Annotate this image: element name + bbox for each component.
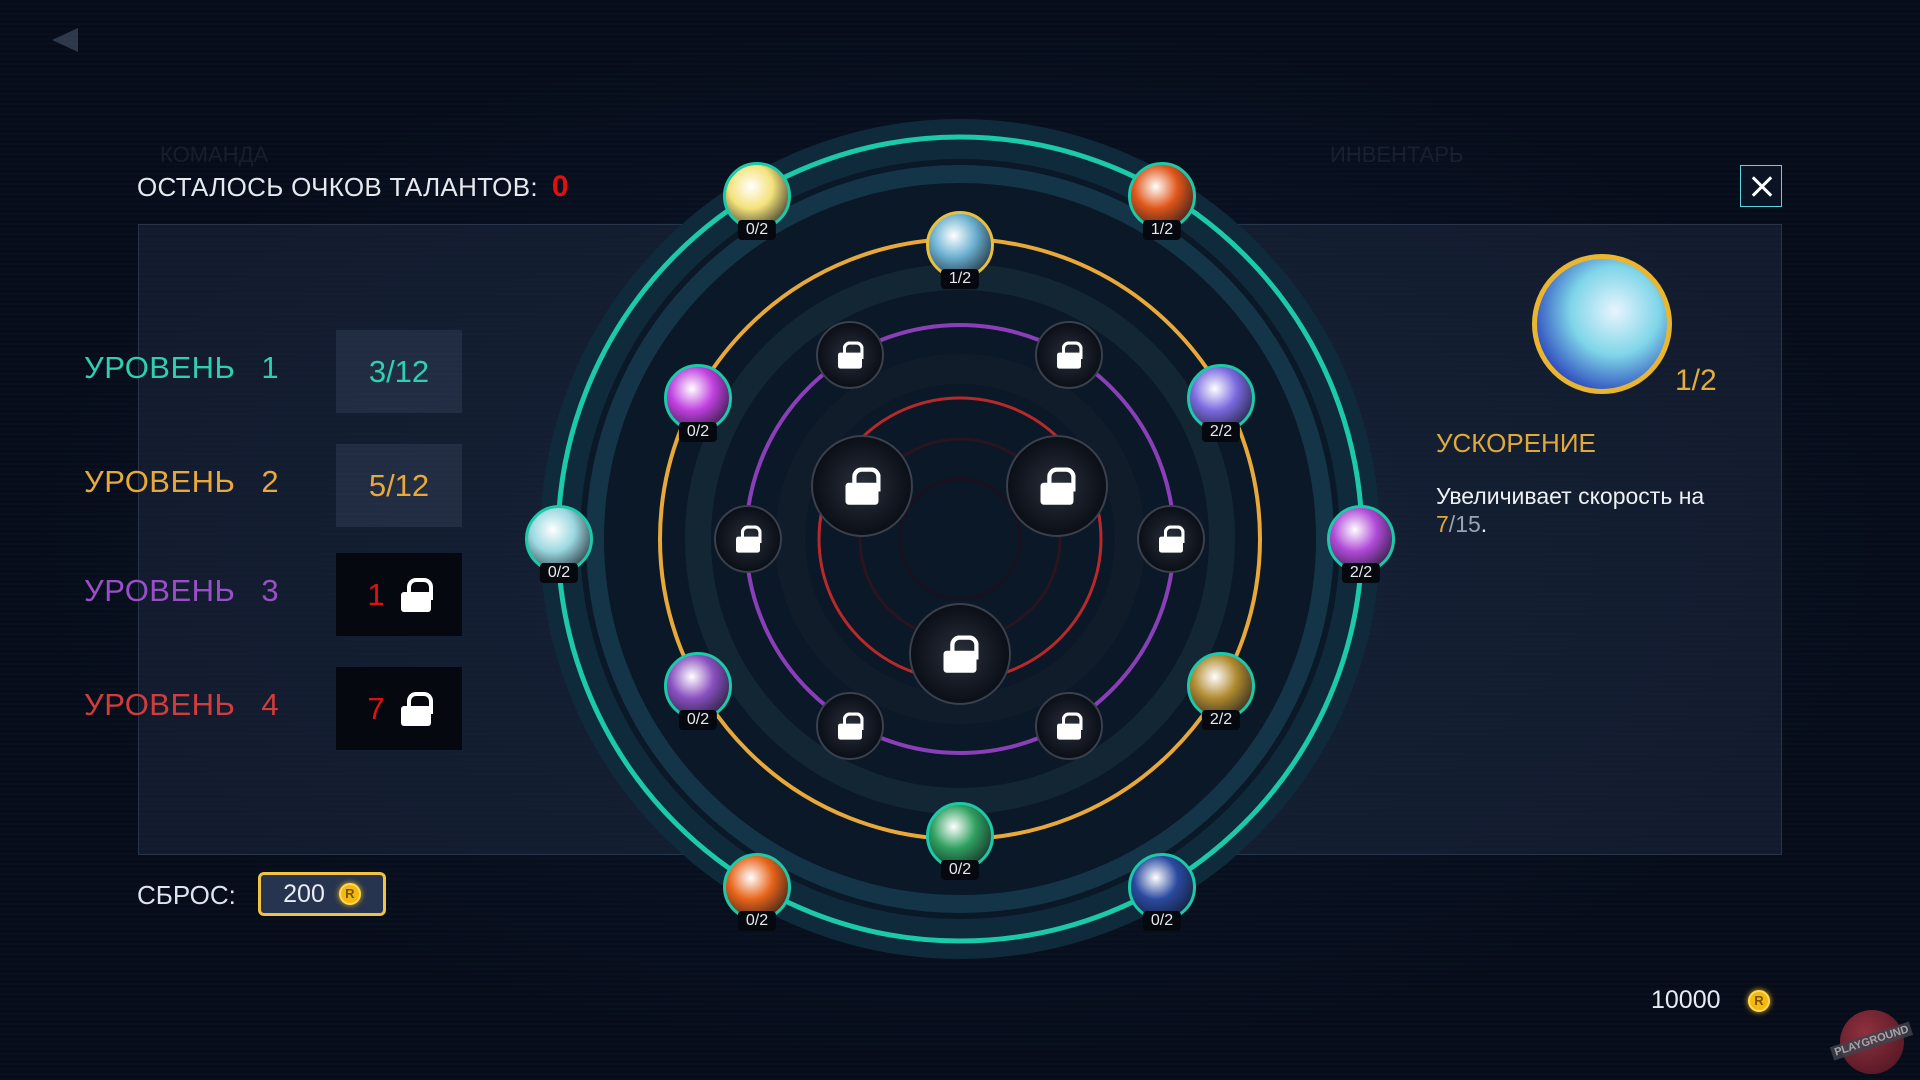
level-label-2: УРОВЕНЬ 2	[84, 464, 279, 500]
coin-icon: R	[338, 883, 361, 905]
talent-node-middle-3[interactable]: 2/2	[1187, 364, 1255, 442]
talent-node-middle-4[interactable]: 0/2	[664, 652, 732, 730]
talent-points-label: ОСТАЛОСЬ ОЧКОВ ТАЛАНТОВ:	[137, 172, 538, 202]
talent-count: 2/2	[1201, 710, 1241, 730]
bg-tab-inventory: ИНВЕНТАРЬ	[1330, 142, 1464, 167]
talent-node-middle-5[interactable]: 2/2	[1187, 652, 1255, 730]
locked-talent-node[interactable]	[1137, 505, 1205, 573]
level-label-3: УРОВЕНЬ 3	[84, 573, 279, 609]
level-progress-value: 3/12	[368, 353, 430, 389]
talent-count: 2/2	[1341, 563, 1381, 583]
selected-talent-name: УСКОРЕНИЕ	[1436, 428, 1596, 458]
lock-icon	[1159, 525, 1185, 553]
level-progress-1: 3/12	[336, 330, 462, 413]
lock-icon	[1040, 467, 1076, 505]
locked-talent-node[interactable]	[714, 505, 782, 573]
talent-icon	[1187, 364, 1255, 432]
talent-icon	[664, 364, 732, 432]
level-required-points: 7	[367, 690, 385, 726]
ring-inner-band	[586, 165, 1334, 913]
talent-count: 1/2	[940, 269, 980, 289]
coin-icon: R	[1748, 990, 1770, 1012]
level-progress-2: 5/12	[336, 444, 462, 527]
ring-band-3	[775, 354, 1145, 724]
level-word: УРОВЕНЬ	[84, 573, 236, 608]
level-required-points: 1	[367, 576, 385, 612]
reset-button[interactable]: 200 R	[258, 872, 386, 916]
lock-icon	[400, 577, 433, 612]
level-word: УРОВЕНЬ	[84, 350, 236, 385]
talent-node-outer-2[interactable]: 1/2	[1128, 162, 1196, 240]
talent-points-remaining: ОСТАЛОСЬ ОЧКОВ ТАЛАНТОВ: 0	[137, 170, 569, 204]
description-text: Увеличивает скорость на	[1436, 483, 1705, 509]
talent-icon	[723, 162, 791, 230]
talent-count: 1/2	[1142, 220, 1182, 240]
locked-talent-node[interactable]	[1035, 692, 1103, 760]
talent-count: 0/2	[539, 563, 579, 583]
talent-icon	[926, 211, 994, 279]
talent-node-middle-6[interactable]: 0/2	[926, 802, 994, 880]
locked-talent-node-large[interactable]	[909, 603, 1011, 705]
lock-icon	[736, 525, 762, 553]
lock-icon	[400, 691, 433, 726]
wallet-amount: 10000	[1651, 986, 1721, 1014]
value-sep: /	[1448, 511, 1456, 537]
ring-core	[898, 477, 1022, 601]
back-arrow-icon[interactable]	[52, 28, 78, 52]
level-progress-3: 1	[336, 553, 462, 636]
talent-count: 0/2	[1142, 911, 1182, 931]
talent-icon	[926, 802, 994, 870]
reset-cost: 200	[283, 879, 325, 908]
lock-icon	[845, 467, 881, 505]
talent-icon	[1187, 652, 1255, 720]
reset-label: СБРОС:	[137, 880, 236, 910]
talent-points-value: 0	[551, 170, 569, 203]
lock-icon	[838, 341, 864, 369]
level-number: 2	[261, 464, 280, 499]
lock-icon	[943, 635, 979, 673]
value-max: 15	[1455, 511, 1481, 537]
level-number: 4	[261, 687, 280, 722]
locked-talent-node[interactable]	[816, 692, 884, 760]
talent-node-outer-1[interactable]: 0/2	[723, 162, 791, 240]
level-progress-value: 5/12	[368, 467, 430, 503]
lock-icon	[838, 712, 864, 740]
locked-talent-node[interactable]	[816, 321, 884, 389]
level-label-4: УРОВЕНЬ 4	[84, 687, 279, 723]
talent-node-outer-4[interactable]: 2/2	[1327, 505, 1395, 583]
talent-count: 0/2	[940, 860, 980, 880]
level-label-1: УРОВЕНЬ 1	[84, 350, 279, 386]
level-word: УРОВЕНЬ	[84, 464, 236, 499]
talent-node-middle-2[interactable]: 0/2	[664, 364, 732, 442]
talent-count: 0/2	[737, 220, 777, 240]
talent-node-middle-1[interactable]: 1/2	[926, 211, 994, 289]
lock-icon	[1057, 712, 1083, 740]
talent-count: 0/2	[678, 422, 718, 442]
lock-icon	[1057, 341, 1083, 369]
locked-talent-node[interactable]	[1035, 321, 1103, 389]
selected-talent-count: 1/2	[1675, 364, 1717, 397]
talent-node-outer-3[interactable]: 0/2	[525, 505, 593, 583]
value-end: .	[1480, 511, 1488, 537]
talent-count: 2/2	[1201, 422, 1241, 442]
talent-icon	[664, 652, 732, 720]
selected-talent-icon	[1532, 254, 1672, 394]
talent-count: 0/2	[737, 911, 777, 931]
level-number: 3	[261, 573, 280, 608]
level-progress-4: 7	[336, 667, 462, 750]
talent-count: 0/2	[678, 710, 718, 730]
playground-logo: PLAYGROUND	[1829, 1010, 1914, 1074]
bg-tab-team: КОМАНДА	[160, 142, 269, 167]
close-button[interactable]	[1740, 165, 1782, 207]
talent-node-outer-6[interactable]: 0/2	[1128, 853, 1196, 931]
value-current: 7	[1436, 511, 1449, 537]
level-word: УРОВЕНЬ	[84, 687, 236, 722]
talent-node-outer-5[interactable]: 0/2	[723, 853, 791, 931]
level-number: 1	[261, 350, 280, 385]
locked-talent-node-large[interactable]	[811, 435, 913, 537]
locked-talent-node-large[interactable]	[1006, 435, 1108, 537]
